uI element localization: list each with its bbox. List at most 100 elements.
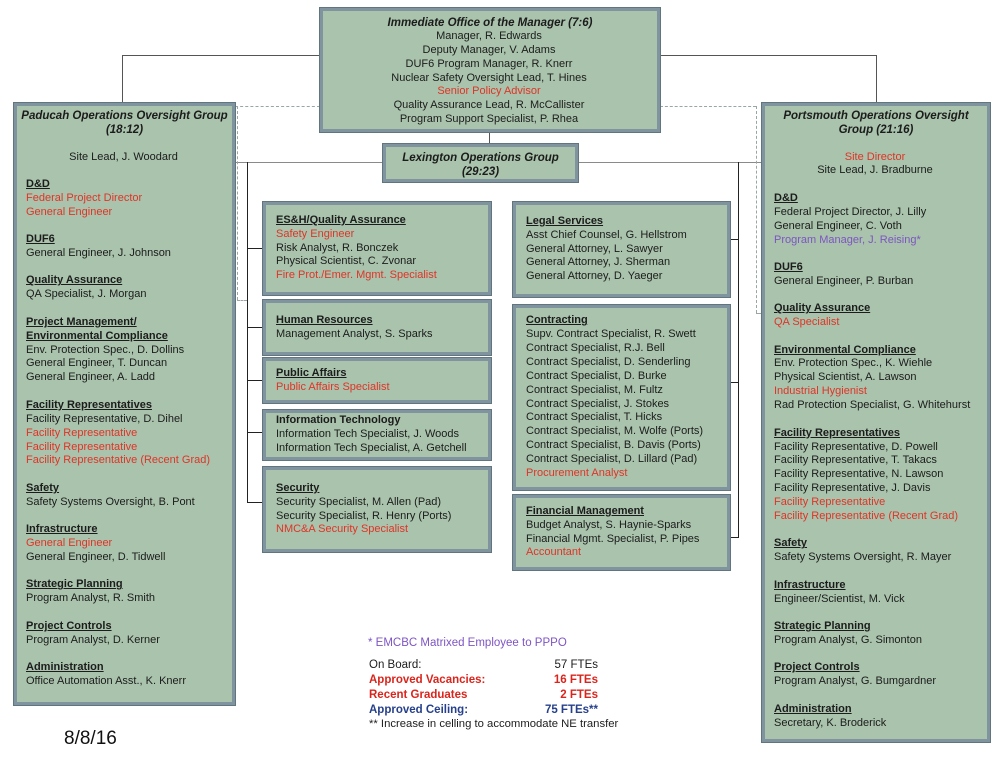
stub-legal <box>730 239 739 240</box>
section-header: Project Management/ <box>26 315 137 328</box>
org-position: Facility Representative <box>26 440 138 453</box>
stub-hr <box>247 327 263 328</box>
org-position: Site Lead, J. Woodard <box>69 150 178 163</box>
org-position: General Attorney, L. Sawyer <box>526 242 663 255</box>
section-header: Project Controls <box>26 619 112 632</box>
section-spacer <box>765 178 987 192</box>
connector-lexington-portsmouth <box>578 162 762 163</box>
portsmouth-title: Portsmouth Operations Oversight Group (2… <box>783 110 969 136</box>
org-position: Contract Specialist, M. Fultz <box>526 383 663 396</box>
section-header: Safety <box>774 537 808 550</box>
matrix-stub-left <box>237 300 247 301</box>
matrix-stub-right <box>756 313 762 314</box>
stat-label: Approved Vacancies: <box>369 674 486 686</box>
org-position: Deputy Manager, V. Adams <box>422 43 556 56</box>
section-spacer <box>765 565 987 579</box>
section-header: D&D <box>26 177 50 190</box>
section-header: D&D <box>774 191 798 204</box>
org-position: QA Specialist <box>774 316 840 329</box>
stub-financial <box>730 537 739 538</box>
stat-value: 16 FTEs <box>553 674 598 686</box>
org-position: Industrial Hygienist <box>774 385 867 398</box>
org-position: QA Specialist, J. Morgan <box>26 288 147 301</box>
org-position: General Engineer, A. Ladd <box>26 371 156 384</box>
org-position: Contract Specialist, D. Burke <box>526 369 667 382</box>
section-spacer <box>765 524 987 538</box>
trunk-right <box>738 162 739 538</box>
connector-drop-portsmouth <box>876 55 877 103</box>
immediate-title: Immediate Office of the Manager (7:6) <box>387 16 593 29</box>
org-position: Office Automation Asst., K. Knerr <box>26 674 186 687</box>
section-spacer <box>765 648 987 662</box>
org-position: General Engineer <box>26 537 113 550</box>
trunk-left <box>247 162 248 503</box>
org-position: Budget Analyst, S. Haynie-Sparks <box>526 518 692 531</box>
org-position: Env. Protection Spec., K. Wiehle <box>774 357 933 370</box>
section-header: Facility Representatives <box>774 426 900 439</box>
section-header: Environmental Compliance <box>26 329 168 342</box>
org-position: Facility Representative <box>774 496 886 509</box>
box-lexington-group: Lexington Operations Group (29:23) <box>382 143 579 183</box>
org-position: General Engineer, D. Tidwell <box>26 550 166 563</box>
org-position: Safety Engineer <box>276 227 355 240</box>
section-header: Legal Services <box>526 214 604 227</box>
section-header: Security <box>276 481 320 494</box>
org-position: Contract Specialist, D. Lillard (Pad) <box>526 453 698 466</box>
org-position: General Engineer, P. Burban <box>774 274 914 287</box>
section-header: Quality Assurance <box>26 274 123 287</box>
section-header: DUF6 <box>26 233 55 246</box>
stat-label: Recent Graduates <box>369 689 468 701</box>
matrix-line-left <box>235 106 320 107</box>
lexington-title: Lexington Operations Group (29:23) <box>402 151 559 178</box>
matrix-drop-right <box>756 106 757 313</box>
org-position: General Engineer, T. Duncan <box>26 357 168 370</box>
section-spacer <box>765 247 987 261</box>
org-position: Supv. Contract Specialist, R. Swett <box>526 327 696 340</box>
org-position: Federal Project Director, J. Lilly <box>774 205 927 218</box>
org-position: Procurement Analyst <box>526 467 628 480</box>
org-position: Site Lead, J. Bradburne <box>817 164 933 177</box>
org-position: Contract Specialist, R.J. Bell <box>526 341 665 354</box>
org-position: Facility Representative <box>26 426 138 439</box>
section-spacer <box>17 385 232 399</box>
section-header: Quality Assurance <box>774 302 871 315</box>
org-position: Facility Representative, T. Takacs <box>774 454 937 467</box>
matrix-drop-left <box>237 106 238 300</box>
org-position: Financial Mgmt. Specialist, P. Pipes <box>526 532 700 545</box>
section-header: Human Resources <box>276 313 373 326</box>
org-position: Fire Prot./Emer. Mgmt. Specialist <box>276 269 437 282</box>
section-header: Administration <box>26 660 104 673</box>
org-position: Facility Representative, D. Dihel <box>26 412 183 425</box>
section-spacer <box>17 606 232 620</box>
org-position: General Attorney, J. Sherman <box>526 256 671 269</box>
org-position: Facility Representative (Recent Grad) <box>26 454 211 467</box>
section-header: Administration <box>774 702 852 715</box>
stub-contracting <box>730 382 739 383</box>
section-spacer <box>765 330 987 344</box>
org-position: Contract Specialist, M. Wolfe (Ports) <box>526 425 704 438</box>
org-position: Asst Chief Counsel, G. Hellstrom <box>526 228 687 241</box>
stub-it <box>247 432 263 433</box>
section-header: Strategic Planning <box>774 620 871 633</box>
stat-value: 57 FTEs <box>554 659 598 671</box>
org-position: Contract Specialist, J. Stokes <box>526 397 670 410</box>
org-position: Information Tech Specialist, A. Getchell <box>276 441 467 454</box>
org-position: Facility Representative (Recent Grad) <box>774 510 959 523</box>
org-position: General Engineer, C. Voth <box>774 219 902 232</box>
section-header: Facility Representatives <box>26 398 152 411</box>
section-spacer <box>17 261 232 275</box>
section-header: DUF6 <box>774 260 803 273</box>
box-paducah-oversight: Paducah Operations Oversight Group (18:1… <box>13 102 236 706</box>
org-position: Federal Project Director <box>26 191 143 204</box>
matrix-line-right <box>660 106 756 107</box>
section-header: Environmental Compliance <box>774 343 916 356</box>
org-position: Contract Specialist, D. Senderling <box>526 355 691 368</box>
org-position: General Attorney, D. Yaeger <box>526 270 663 283</box>
